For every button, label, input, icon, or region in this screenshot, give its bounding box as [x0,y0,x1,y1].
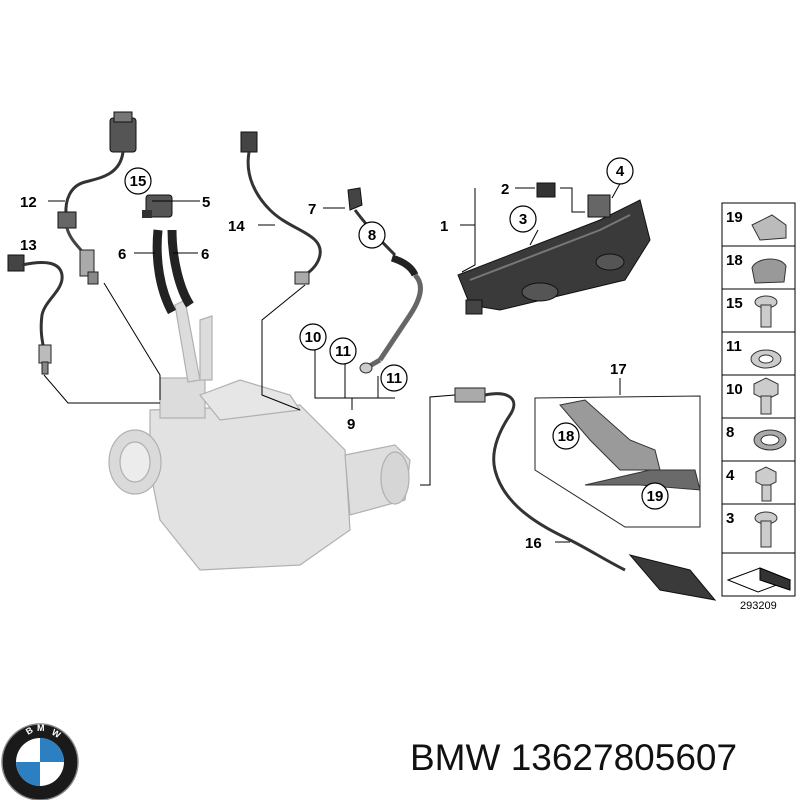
callout-19: 19 [641,482,669,510]
legend-label-8: 8 [726,424,734,441]
svg-text:7: 7 [308,201,316,218]
svg-text:9: 9 [347,416,355,433]
lambda-sensor [454,387,717,601]
svg-text:11: 11 [335,343,351,360]
callout-11-left: 11 [329,337,357,365]
callout-18: 18 [552,422,580,450]
svg-text:10: 10 [305,329,322,346]
callout-3: 3 [509,205,537,233]
callout-4: 4 [606,157,634,185]
torx-screw-icon [754,295,778,328]
legend-label-4: 4 [726,467,735,484]
legend-label-18: 18 [726,252,743,269]
svg-text:11: 11 [386,370,402,387]
callout-1: 1 [440,218,448,235]
temperature-sensor-13 [7,254,64,375]
svg-text:13: 13 [20,237,37,254]
clamp-icon [751,258,787,284]
temperature-sensor-14 [240,131,322,285]
part-number-caption: BMW 13627805607 [410,737,738,778]
svg-text:8: 8 [368,227,376,244]
callout-8: 8 [358,221,386,249]
nox-sensor [57,111,137,285]
small-parts-legend: 19 18 15 11 10 8 4 [721,202,796,597]
svg-text:16: 16 [525,535,542,552]
callout-7: 7 [308,201,316,218]
svg-text:14: 14 [228,218,245,235]
svg-text:M: M [37,723,45,733]
legend-label-3: 3 [726,510,734,527]
diagram-reference-number: 293209 [740,600,777,612]
svg-text:5: 5 [202,194,210,211]
mounting-bracket [457,182,651,315]
clip-icon [751,214,787,241]
svg-text:6: 6 [118,246,126,263]
svg-text:15: 15 [130,173,147,190]
callout-12: 12 [20,194,37,211]
svg-text:12: 12 [20,194,37,211]
svg-text:2: 2 [501,181,509,198]
orientation-arrow-icon [726,567,792,593]
callout-16: 16 [525,535,542,552]
hose-clamp-icon [753,429,787,451]
callout-17: 17 [610,361,627,378]
legend-label-10: 10 [726,381,743,398]
svg-text:18: 18 [558,428,575,445]
particulate-filter [108,299,411,571]
svg-text:17: 17 [610,361,627,378]
legend-label-11: 11 [726,338,742,355]
hex-bolt-icon [755,466,777,502]
bracket-group [534,395,701,528]
legend-label-15: 15 [726,295,743,312]
svg-text:B: B [24,725,35,737]
callout-14: 14 [228,218,245,235]
callout-9: 9 [347,416,355,433]
callout-11-right: 11 [380,364,408,392]
legend-label-19: 19 [726,209,743,226]
svg-text:3: 3 [519,211,527,228]
callout-15: 15 [124,167,152,195]
callout-5: 5 [202,194,210,211]
svg-text:19: 19 [647,488,664,505]
pressure-pipe [347,187,423,374]
washer-icon [750,349,782,369]
callout-10: 10 [299,323,327,351]
bmw-logo: B M W [1,723,79,800]
banjo-bolt-icon [753,377,779,415]
callout-2: 2 [501,181,509,198]
callout-6-left: 6 [118,246,126,263]
svg-text:1: 1 [440,218,448,235]
svg-text:6: 6 [201,246,209,263]
callout-13: 13 [20,237,37,254]
callout-6-right: 6 [201,246,209,263]
torx-screw-icon [754,511,778,548]
svg-text:4: 4 [616,163,625,180]
